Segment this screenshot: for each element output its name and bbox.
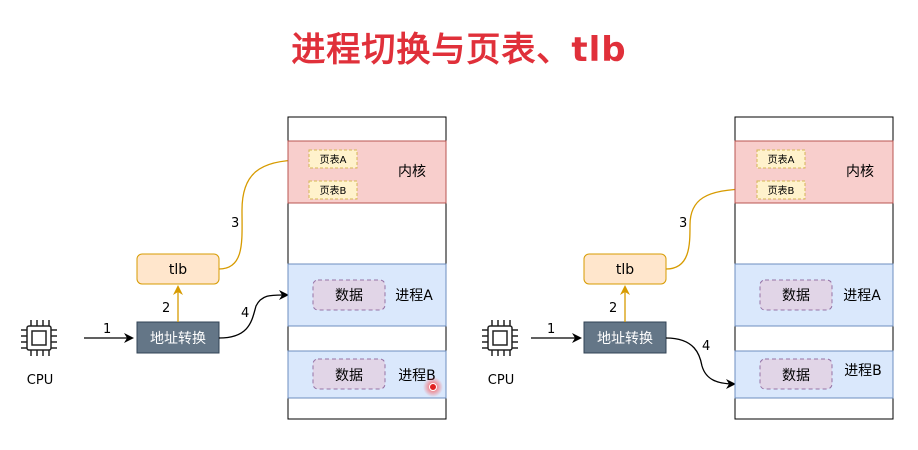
edge-label-2: 2: [609, 301, 617, 316]
tlb-label: tlb: [169, 262, 187, 278]
edge-label-3: 3: [679, 216, 687, 231]
diagram-right: CPU 1 地址转换 2 tlb 3 4 内核 页表A 页表B 数据 进程A 数…: [482, 116, 894, 420]
tlb-label: tlb: [616, 262, 634, 278]
edge-label-1: 1: [547, 322, 555, 337]
process-b-data-label: 数据: [335, 368, 363, 384]
addr-translation-box: [583, 321, 667, 354]
process-a-label: 进程A: [843, 288, 881, 304]
page-table-a-label: 页表A: [768, 153, 795, 166]
process-a-data-label: 数据: [782, 288, 810, 304]
kernel-label: 内核: [398, 164, 426, 180]
edge-label-1: 1: [103, 322, 111, 337]
edge-tlb-to-page-table-b: [665, 184, 752, 270]
edge-label-4: 4: [241, 306, 249, 321]
edge-label-3: 3: [231, 216, 239, 231]
page-table-b: [756, 180, 806, 200]
cpu-chip-icon: [21, 320, 57, 356]
page-table-a: [308, 149, 358, 169]
edge-addr-to-process-a: [218, 289, 289, 339]
process-b-data-label: 数据: [782, 368, 810, 384]
diagram-left: CPU 1 地址转换 2 tlb 3 4 内核 页表A 页表B 数据 进程A: [21, 116, 447, 420]
page-table-b-label: 页表B: [320, 184, 347, 197]
cpu-label: CPU: [27, 373, 53, 388]
process-a-data: [312, 279, 386, 311]
kernel-label: 内核: [846, 164, 874, 180]
process-b-data: [759, 358, 833, 390]
cpu-label: CPU: [488, 373, 514, 388]
page-table-b: [308, 180, 358, 200]
process-a-data: [759, 279, 833, 311]
edge-addr-to-process-b: [665, 337, 736, 389]
page-table-a-label: 页表A: [320, 153, 347, 166]
page-table-b-label: 页表B: [768, 184, 795, 197]
process-b-data: [312, 358, 386, 390]
addr-translation-label: 地址转换: [150, 330, 206, 347]
process-a-label: 进程A: [395, 288, 433, 304]
pointer-dot-icon: [423, 377, 443, 397]
edge-label-2: 2: [162, 301, 170, 316]
edge-tlb-to-page-table-a: [218, 155, 304, 270]
cpu-chip-icon: [482, 320, 518, 356]
process-b-label: 进程B: [844, 363, 882, 379]
process-a-data-label: 数据: [335, 288, 363, 304]
edge-label-4: 4: [702, 339, 710, 354]
page-table-a: [756, 149, 806, 169]
page-title: 进程切换与页表、tlb: [291, 30, 627, 70]
addr-translation-label: 地址转换: [597, 330, 653, 347]
